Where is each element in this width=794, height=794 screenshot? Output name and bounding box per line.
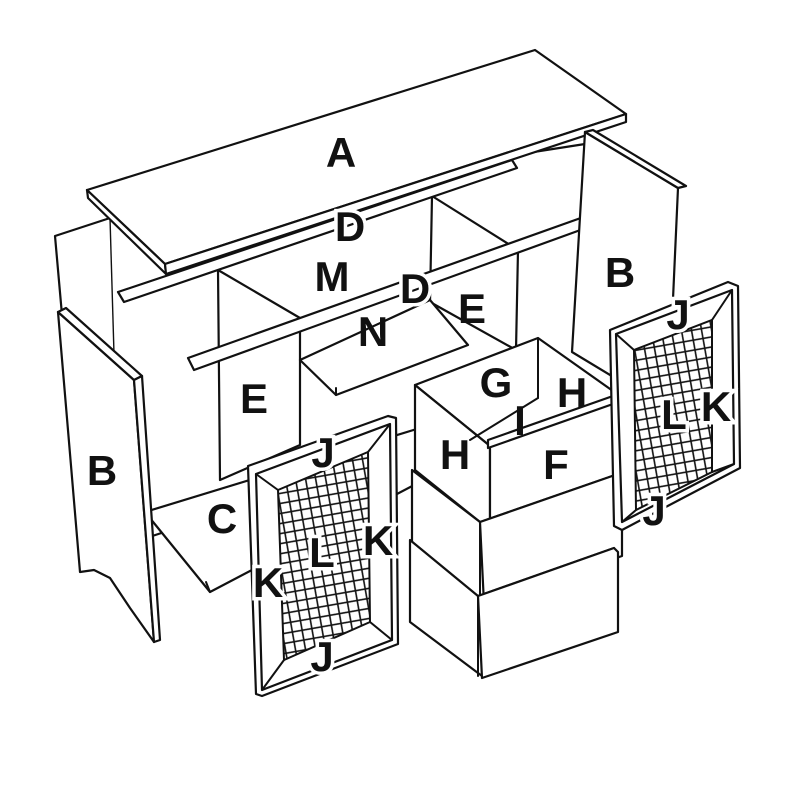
top-panel xyxy=(85,48,628,276)
label-door-right-stile: K xyxy=(701,383,731,430)
label-door-left-rail-top: J xyxy=(311,429,334,476)
label-drawer-side-left: H xyxy=(440,431,470,478)
label-door-left-rail-bottom: J xyxy=(310,633,333,680)
label-door-right-rail-top: J xyxy=(666,291,689,338)
shelf xyxy=(298,298,470,397)
label-rail-middle: D xyxy=(400,265,430,312)
label-drawer-side-right: H xyxy=(557,369,587,416)
label-drawer-front: F xyxy=(543,441,569,488)
label-side-panel-left: B xyxy=(87,447,117,494)
label-bottom-panel: C xyxy=(207,495,237,542)
label-divider-right: E xyxy=(458,285,486,332)
label-door-left-stile-right: K xyxy=(363,517,393,564)
divider-left xyxy=(216,268,302,482)
label-door-right-mesh: L xyxy=(661,391,687,438)
side-panel-left xyxy=(56,306,162,644)
label-door-left-mesh: L xyxy=(309,529,335,576)
label-top-panel: A xyxy=(326,129,356,176)
label-shelf: N xyxy=(358,308,388,355)
door-right xyxy=(608,280,742,532)
drawer-top xyxy=(413,336,632,532)
door-left xyxy=(246,414,400,698)
label-rail-top: D xyxy=(335,203,365,250)
label-divider-left: E xyxy=(240,375,268,422)
drawer-bottom xyxy=(408,538,620,680)
part-labels: A D M D E B N E B C G H I H F J K L K J … xyxy=(87,129,735,684)
label-door-right-rail-bottom: J xyxy=(642,487,665,534)
label-back-rail: M xyxy=(315,253,350,300)
label-drawer-back: G xyxy=(480,359,513,406)
label-side-panel-right: B xyxy=(605,249,635,296)
label-drawer-bottom: I xyxy=(514,397,526,444)
label-door-left-stile-left: K xyxy=(253,559,283,606)
